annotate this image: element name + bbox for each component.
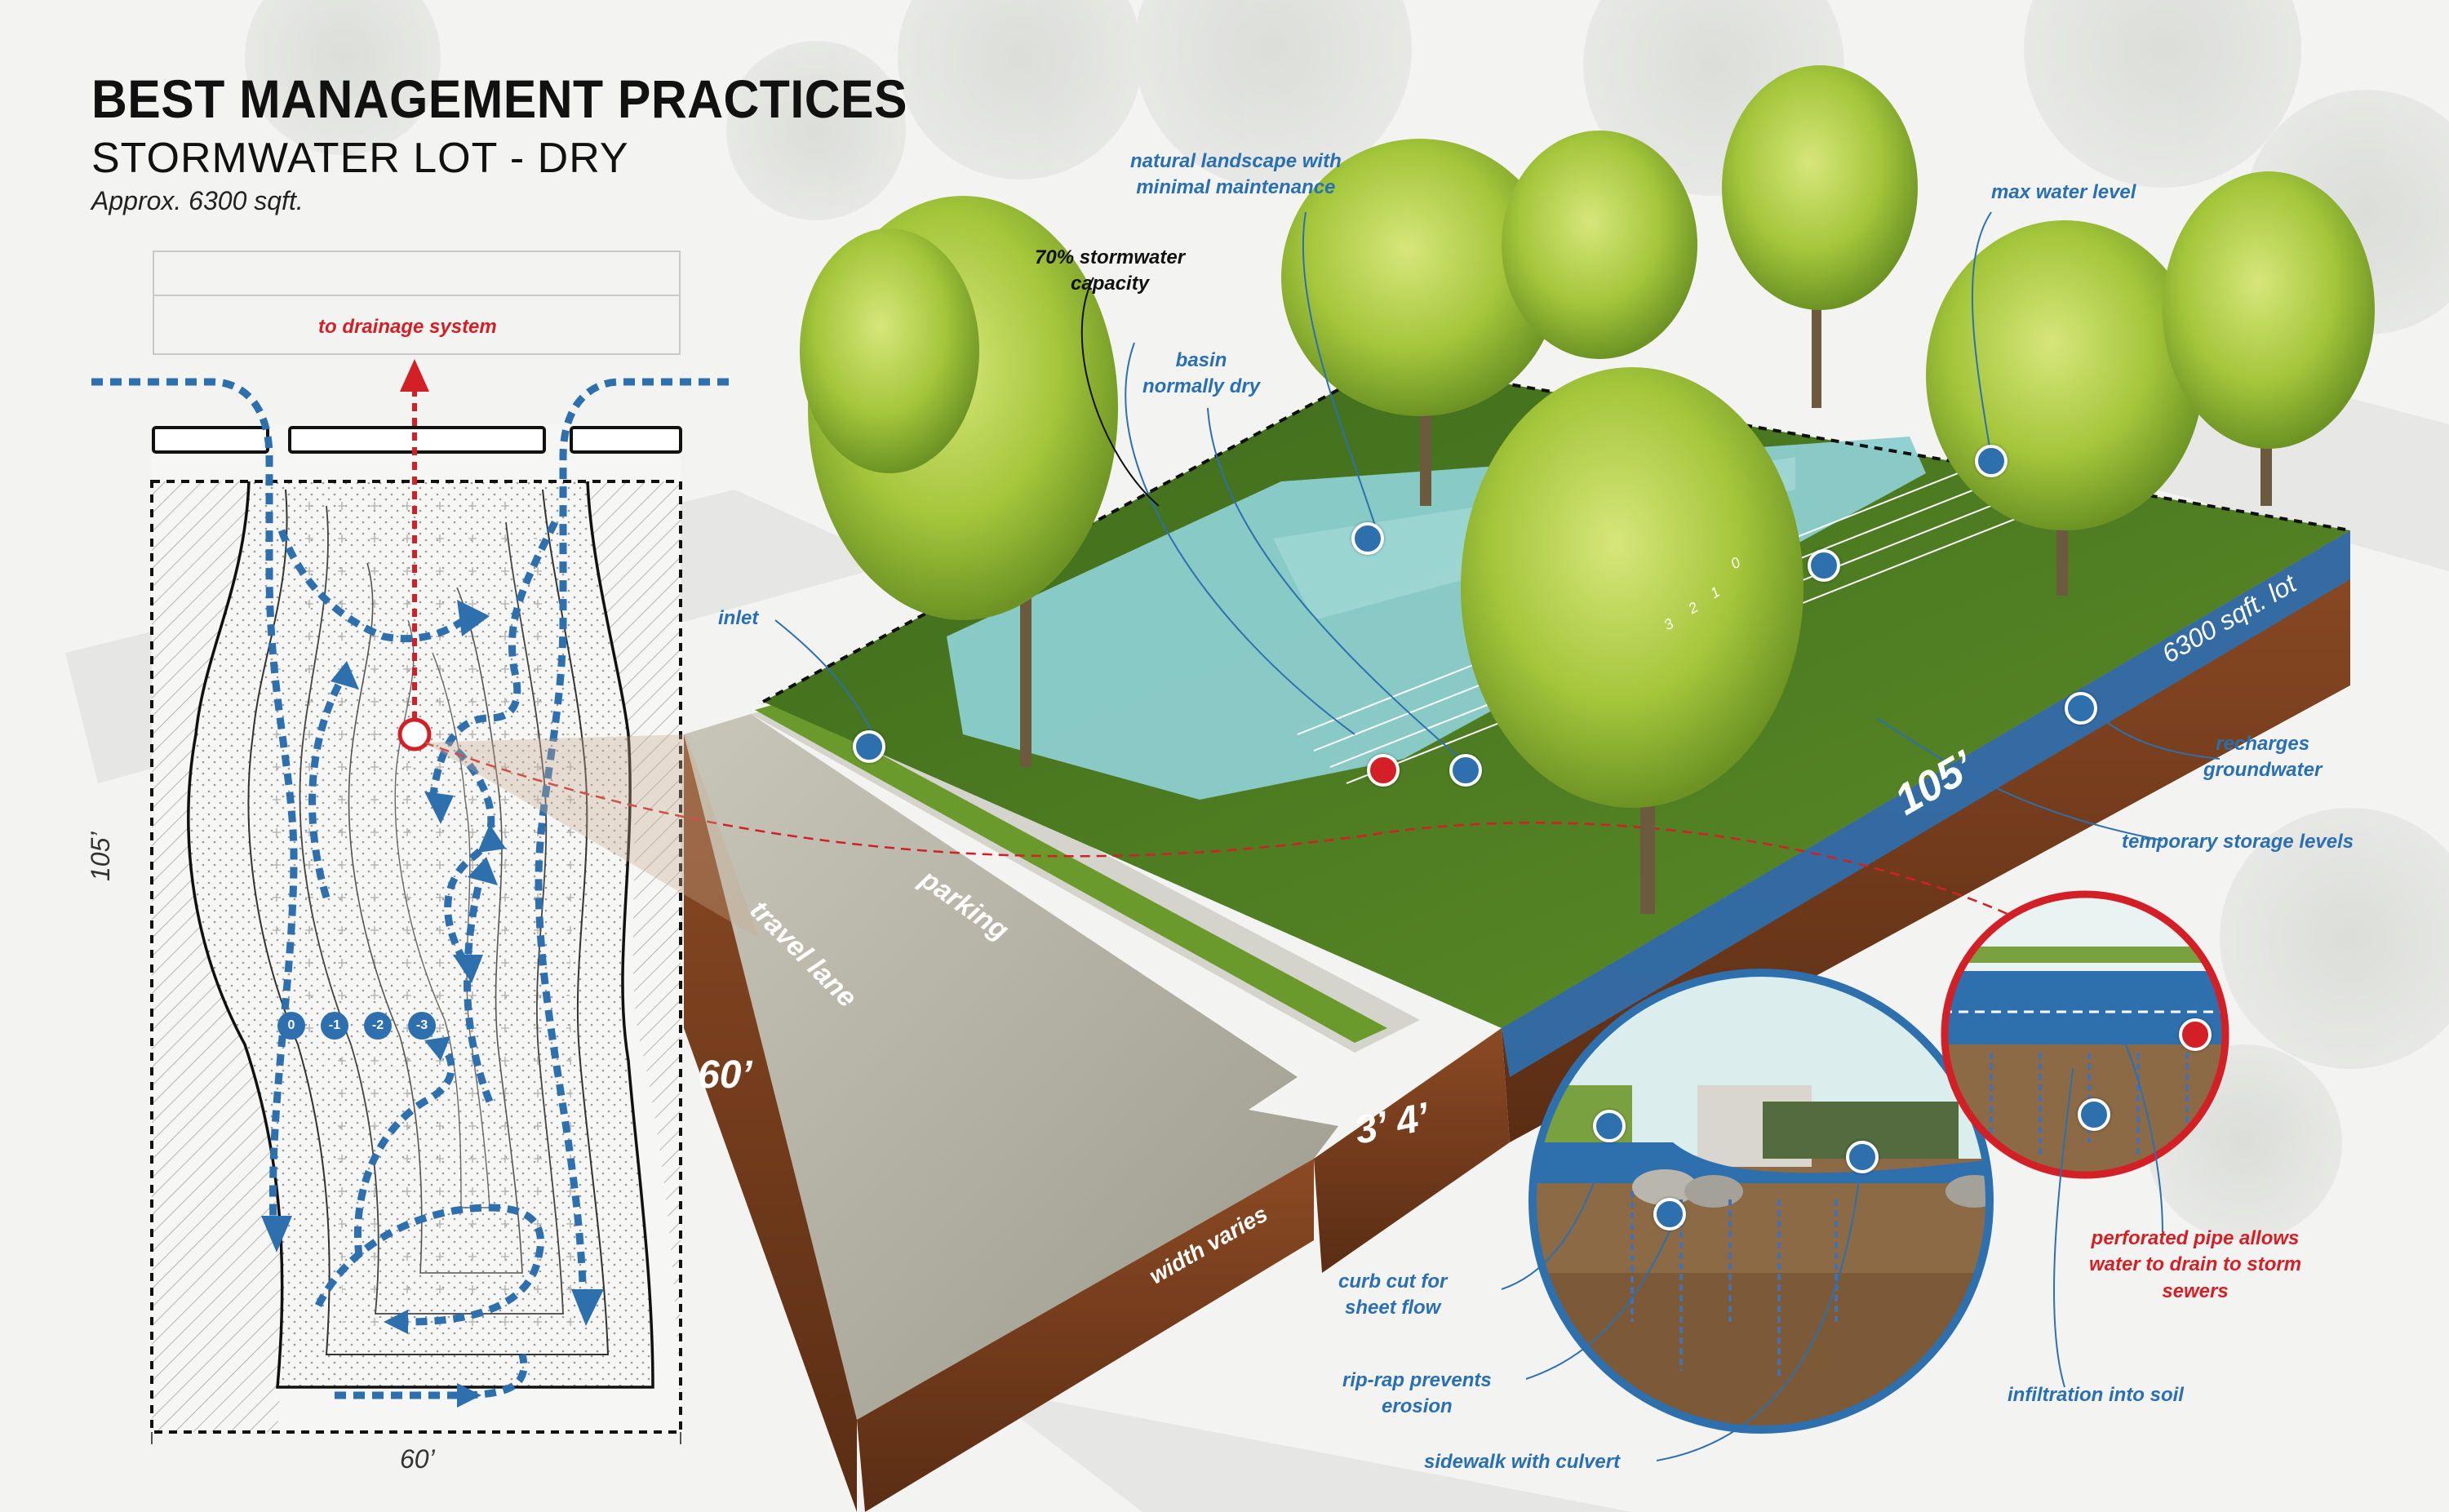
- recharge-marker: [2065, 692, 2097, 725]
- plan-length-label: 105’: [86, 831, 115, 882]
- perforated-pipe-marker: [2179, 1018, 2212, 1051]
- page-subtitle: STORMWATER LOT - DRY: [91, 135, 629, 182]
- sidewalk-marker: [1846, 1141, 1879, 1173]
- rip-rap-label: rip-rap prevents erosion: [1342, 1369, 1492, 1418]
- inlet-marker: [853, 730, 885, 763]
- sidewalk-label: sidewalk with culvert: [1424, 1451, 1621, 1473]
- infiltration-label: infiltration into soil: [2008, 1384, 2184, 1406]
- plan-width-label: 60’: [400, 1444, 435, 1474]
- temporary-storage-marker: [1808, 549, 1840, 582]
- capacity-label: 70% stormwater capacity: [1035, 246, 1186, 295]
- temporary-storage-label: temporary storage levels: [2122, 831, 2354, 853]
- basin-label: basin normally dry: [1142, 349, 1261, 398]
- detail-circle-curb: [1528, 969, 1994, 1434]
- natural-landscape-label: natural landscape with minimal maintenan…: [1130, 150, 1342, 199]
- infiltration-marker: [2078, 1098, 2110, 1131]
- recharges-label: recharges groundwater: [2203, 733, 2323, 782]
- max-water-level-label: max water level: [1991, 181, 2136, 203]
- plan-view: [91, 251, 729, 1444]
- inlet-label: inlet: [718, 607, 759, 629]
- curb-cut-label: curb cut for sheet flow: [1338, 1270, 1448, 1319]
- leader-lines: [774, 211, 2221, 1461]
- landscape-marker: [1351, 522, 1384, 555]
- max-water-marker: [1975, 445, 2008, 477]
- area-caption: Approx. 6300 sqft.: [91, 186, 304, 215]
- level-marker-0: 0: [277, 1012, 305, 1040]
- drainage-label: to drainage system: [318, 316, 497, 338]
- level-marker-3: -3: [408, 1012, 436, 1040]
- perforated-pipe-label: perforated pipe allows water to drain to…: [2089, 1227, 2302, 1302]
- level-marker-1: -1: [321, 1012, 348, 1040]
- level-marker-2: -2: [364, 1012, 392, 1040]
- rip-rap-marker: [1653, 1198, 1686, 1230]
- overflow-marker: [1367, 754, 1400, 787]
- road-width-label: 60’: [698, 1053, 752, 1097]
- curb-cut-marker: [1593, 1110, 1626, 1142]
- page-title: BEST MANAGEMENT PRACTICES: [91, 69, 907, 129]
- trees: [800, 65, 2375, 914]
- basin-marker: [1449, 754, 1482, 787]
